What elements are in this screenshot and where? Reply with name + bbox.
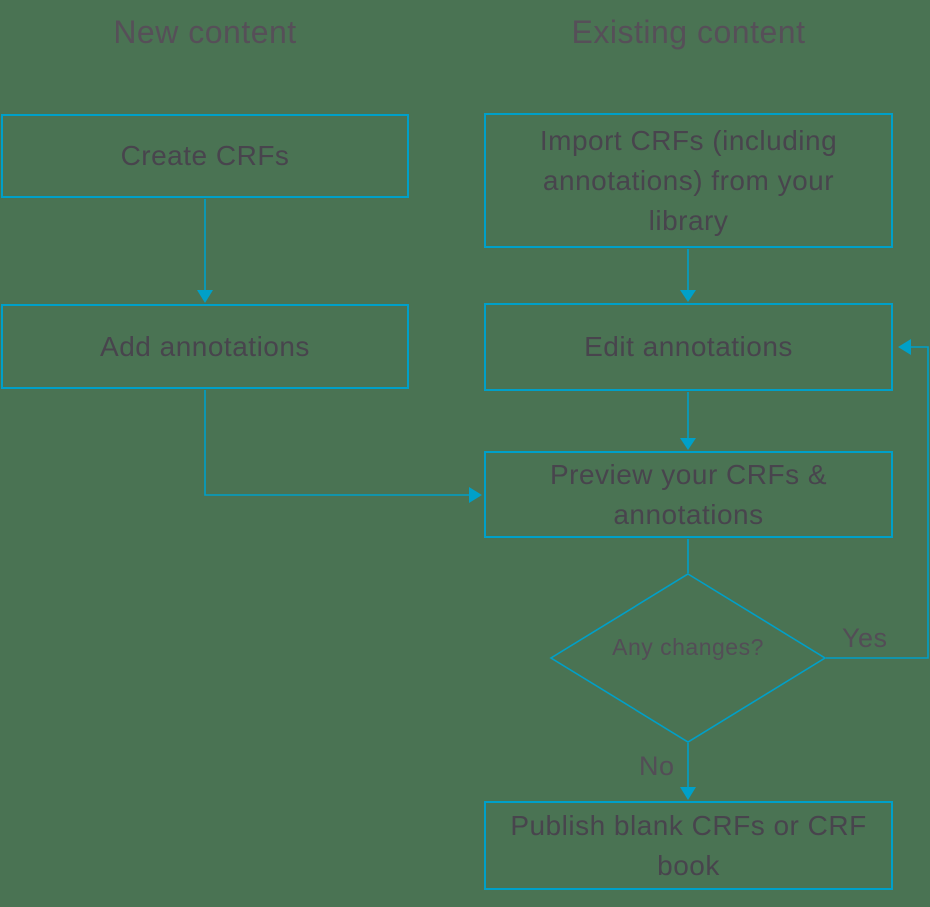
arrowhead-decision-to-publish [680,787,696,800]
node-import-crfs: Import CRFs (including annotations) from… [484,113,893,248]
arrow-add-to-preview-line [204,390,469,496]
arrowhead-create-to-add [197,290,213,303]
arrowhead-import-to-edit [680,290,696,302]
branch-label-yes: Yes [842,623,888,653]
decision-any-changes-label: Any changes? [612,634,764,660]
node-preview-crfs: Preview your CRFs & annotations [484,451,893,538]
node-edit-annotations: Edit annotations [484,303,893,391]
arrowhead-edit-to-preview [680,438,696,450]
node-create-crfs: Create CRFs [1,114,409,198]
branch-label-no: No [639,751,675,781]
arrowhead-add-to-preview [469,487,482,503]
column-heading-new-content: New content [113,14,297,50]
arrow-yes-feedback-line [826,346,929,659]
node-publish-crfs: Publish blank CRFs or CRF book [484,801,893,890]
column-heading-existing-content: Existing content [571,14,806,50]
decision-diamond [549,573,827,743]
arrowhead-yes-to-edit [898,339,911,355]
node-add-annotations: Add annotations [1,304,409,389]
